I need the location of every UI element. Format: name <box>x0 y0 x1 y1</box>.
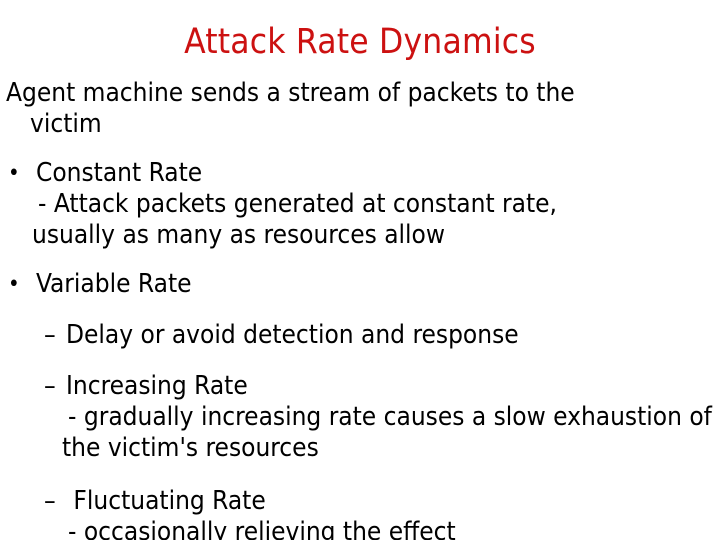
sub-bullet-fluctuating-rate: – Fluctuating Rate - occasionally reliev… <box>0 486 720 540</box>
sub-bullet-delay-avoid: – Delay or avoid detection and response <box>0 320 720 351</box>
sub-bullet-label-delay-avoid: Delay or avoid detection and response <box>66 320 519 350</box>
slide-body: Agent machine sends a stream of packets … <box>0 78 720 540</box>
intro-line-1: Agent machine sends a stream of packets … <box>6 78 575 108</box>
sub-bullet-marker-icon: – <box>44 320 56 350</box>
bullet-marker-icon: • <box>8 272 20 297</box>
sub-bullet-marker-icon: – <box>44 486 56 516</box>
intro-paragraph: Agent machine sends a stream of packets … <box>0 78 720 140</box>
sub-bullet-marker-icon: – <box>44 371 56 401</box>
detail-line-2: usually as many as resources allow <box>32 220 445 250</box>
slide-title: Attack Rate Dynamics <box>184 22 536 62</box>
detail-line-1: - gradually increasing rate causes a slo… <box>68 402 712 432</box>
detail-fluctuating-rate: - occasionally relieving the effect - vi… <box>68 517 720 540</box>
bullet-variable-rate: • Variable Rate <box>0 269 720 300</box>
bullet-label-constant-rate: Constant Rate <box>36 158 203 188</box>
detail-line-2: the victim's resources <box>62 433 319 463</box>
detail-line-1: - Attack packets generated at constant r… <box>38 189 557 219</box>
detail-line-1: - occasionally relieving the effect <box>68 517 456 540</box>
intro-line-2: victim <box>30 109 102 139</box>
detail-constant-rate: - Attack packets generated at constant r… <box>32 189 720 251</box>
detail-increasing-rate: - gradually increasing rate causes a slo… <box>62 402 720 464</box>
bullet-label-variable-rate: Variable Rate <box>36 269 192 299</box>
bullet-constant-rate: • Constant Rate - Attack packets generat… <box>0 158 720 251</box>
sub-bullet-label-fluctuating-rate: Fluctuating Rate <box>66 486 266 516</box>
sub-bullet-label-increasing-rate: Increasing Rate <box>66 371 248 401</box>
sub-bullet-increasing-rate: – Increasing Rate - gradually increasing… <box>0 371 720 464</box>
bullet-marker-icon: • <box>8 161 20 186</box>
